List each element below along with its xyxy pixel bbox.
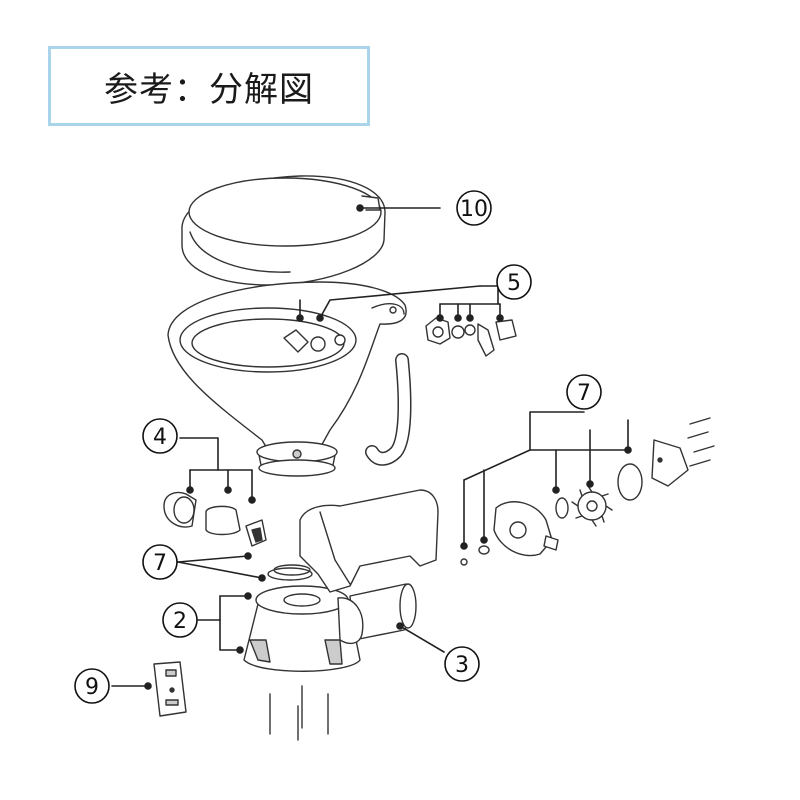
callout-2: 2: [162, 602, 198, 638]
callout-10-label: 10: [460, 197, 488, 222]
callout-5: 5: [496, 264, 532, 300]
callout-7-right: 7: [566, 374, 602, 410]
callout-3-label: 3: [455, 653, 469, 678]
callout-3: 3: [444, 646, 480, 682]
switch-plate: [153, 661, 187, 717]
callout-4-label: 4: [153, 425, 167, 450]
diagram-title: 参考：分解図: [104, 69, 314, 110]
callout-10: 10: [456, 190, 492, 226]
toilet-bowl: [167, 281, 407, 477]
callout-2-label: 2: [173, 609, 187, 634]
part-5-fittings: [425, 317, 517, 357]
callout-9-label: 9: [85, 675, 99, 700]
callout-7-right-label: 7: [577, 381, 591, 406]
callout-7-left: 7: [142, 544, 178, 580]
pump-housing: [243, 567, 361, 672]
part-4-fittings: [163, 491, 267, 547]
part-7-pump-components: [460, 417, 715, 566]
toilet-lid: [181, 175, 386, 286]
mounting-screws: [269, 685, 329, 741]
callout-4: 4: [142, 418, 178, 454]
callout-9: 9: [74, 668, 110, 704]
gasket-ring: [273, 564, 311, 576]
title-box: 参考：分解図: [48, 46, 370, 126]
motor-cover: [299, 489, 439, 645]
flush-hose: [365, 353, 412, 466]
callout-5-label: 5: [507, 271, 521, 296]
callout-7-left-label: 7: [153, 551, 167, 576]
leader-lines: [111, 204, 632, 690]
